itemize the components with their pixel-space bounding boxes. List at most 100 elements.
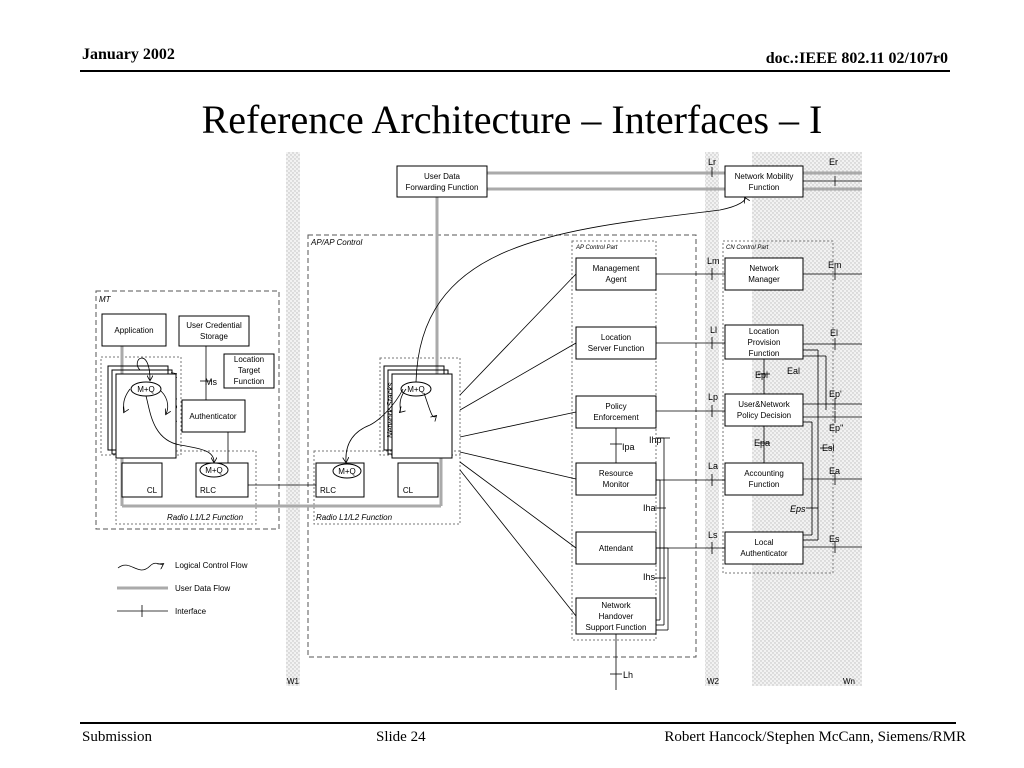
network-mobility-box <box>724 165 804 198</box>
iface-la: La <box>708 461 718 471</box>
accounting-label-2: Function <box>749 480 780 489</box>
region-mt <box>95 290 280 530</box>
location-target-label-3: Function <box>234 377 265 386</box>
local-authenticator-box <box>724 531 804 565</box>
handover-support-label-1: Network <box>601 601 631 610</box>
legend-data-label: User Data Flow <box>175 584 230 593</box>
local-authenticator-label-1: Local <box>754 538 773 547</box>
policy-decision-label-2: Policy Decision <box>737 411 791 420</box>
interface-ticks <box>200 167 836 675</box>
iface-eps: Eps <box>790 504 806 514</box>
iface-ep1: Ep' <box>829 389 842 399</box>
location-server-box <box>575 326 657 360</box>
header-date: January 2002 <box>82 46 175 63</box>
mq-label-3: M+Q <box>338 467 356 476</box>
management-agent-label-2: Agent <box>606 275 628 284</box>
footer-slide-number: Slide 24 <box>376 729 426 745</box>
mq-node-ap-rlc <box>332 463 362 479</box>
iface-ep2: Ep'' <box>829 423 844 433</box>
iface-ea: Ea <box>829 466 840 476</box>
network-stacks-ap-label: Network Stacks <box>386 382 395 438</box>
footer-authors: Robert Hancock/Stephen McCann, Siemens/R… <box>664 729 966 745</box>
region-cn-control-part <box>722 240 834 574</box>
iface-ihp: Ihp <box>649 435 662 445</box>
network-manager-label-1: Network <box>749 264 779 273</box>
footer-rule <box>80 722 956 724</box>
region-ap-label: AP/AP Control <box>310 238 363 247</box>
iface-eal: Eal <box>787 366 800 376</box>
location-provision-label-2: Provision <box>748 338 781 347</box>
region-radio-ap-label: Radio L1/L2 Function <box>316 513 393 522</box>
slide-title: Reference Architecture – Interfaces – I <box>201 97 823 142</box>
resource-monitor-label-2: Monitor <box>603 480 630 489</box>
iface-lm: Lm <box>707 256 720 266</box>
network-mobility-label-2: Function <box>749 183 780 192</box>
user-data-forwarding-label-2: Forwarding Function <box>406 183 479 192</box>
user-data-forwarding-label-1: User Data <box>424 172 461 181</box>
iface-epl: Epl <box>755 370 768 380</box>
iface-ms: Ms <box>205 377 217 387</box>
wall-w2-label: W2 <box>707 677 720 686</box>
location-target-label-1: Location <box>234 355 264 364</box>
wall-w1 <box>286 152 300 686</box>
location-provision-label-1: Location <box>749 327 779 336</box>
region-cn-control-part-label: CN Control Part <box>726 245 769 251</box>
handover-support-box <box>575 597 657 635</box>
region-radio-mt <box>115 450 257 525</box>
location-server-label-2: Server Function <box>588 344 644 353</box>
application-label: Application <box>114 326 153 335</box>
handover-support-label-2: Handover <box>599 612 634 621</box>
management-agent-box <box>575 257 657 291</box>
policy-enforcement-box <box>575 395 657 429</box>
policy-enforcement-label-1: Policy <box>605 402 626 411</box>
location-server-label-1: Location <box>601 333 631 342</box>
iface-lp: Lp <box>708 392 718 402</box>
rlc-label-ap: RLC <box>320 486 336 495</box>
policy-decision-label-1: User&Network <box>738 400 791 409</box>
location-target-label-2: Target <box>238 366 261 375</box>
rlc-label-mt: RLC <box>200 486 216 495</box>
local-authenticator-label-2: Authenticator <box>740 549 787 558</box>
iface-lr: Lr <box>708 157 716 167</box>
attendant-box <box>575 531 657 565</box>
region-radio-ap <box>313 450 461 525</box>
wall-wn-label: Wn <box>843 677 855 686</box>
header-rule <box>80 70 950 72</box>
user-credential-storage-label-1: User Credential <box>186 321 242 330</box>
mq-label-1: M+Q <box>137 385 155 394</box>
cl-label-ap: CL <box>403 486 414 495</box>
resource-monitor-box <box>575 462 657 496</box>
handover-support-label-3: Support Function <box>586 623 647 632</box>
user-credential-storage-box <box>178 315 250 347</box>
location-target-function-box <box>223 353 275 389</box>
wall-w1-label: W1 <box>287 677 300 686</box>
cl-box-ap <box>397 462 439 498</box>
cl-box-mt <box>121 462 163 498</box>
legend: Logical Control Flow User Data Flow Inte… <box>117 561 248 617</box>
region-radio-mt-label: Radio L1/L2 Function <box>167 513 244 522</box>
network-manager-box <box>724 257 804 291</box>
authenticator-label: Authenticator <box>189 412 236 421</box>
region-mt-label: MT <box>99 295 112 304</box>
region-ap-control-part <box>571 240 657 641</box>
header-doc-id: doc.:IEEE 802.11 02/107r0 <box>765 50 948 67</box>
resource-monitor-label-1: Resource <box>599 469 634 478</box>
region-ap-control-part-label: AP Control Part <box>575 245 618 251</box>
location-provision-label-3: Function <box>749 349 780 358</box>
user-data-forwarding-box <box>396 165 488 198</box>
iface-er: Er <box>829 157 838 167</box>
legend-interface-label: Interface <box>175 607 207 616</box>
iface-lh: Lh <box>623 670 633 680</box>
mq-label-2: M+Q <box>205 466 223 475</box>
footer-submission: Submission <box>82 729 153 745</box>
iface-epa: Epa <box>754 438 770 448</box>
accounting-label-1: Accounting <box>744 469 784 478</box>
authenticator-box <box>181 399 246 433</box>
wall-w2 <box>705 152 719 686</box>
location-provision-box <box>724 324 804 360</box>
iface-es: Es <box>829 534 840 544</box>
iface-iha: Iha <box>643 503 656 513</box>
iface-ll: Ll <box>710 325 717 335</box>
attendant-label: Attendant <box>599 544 634 553</box>
accounting-box <box>724 462 804 496</box>
